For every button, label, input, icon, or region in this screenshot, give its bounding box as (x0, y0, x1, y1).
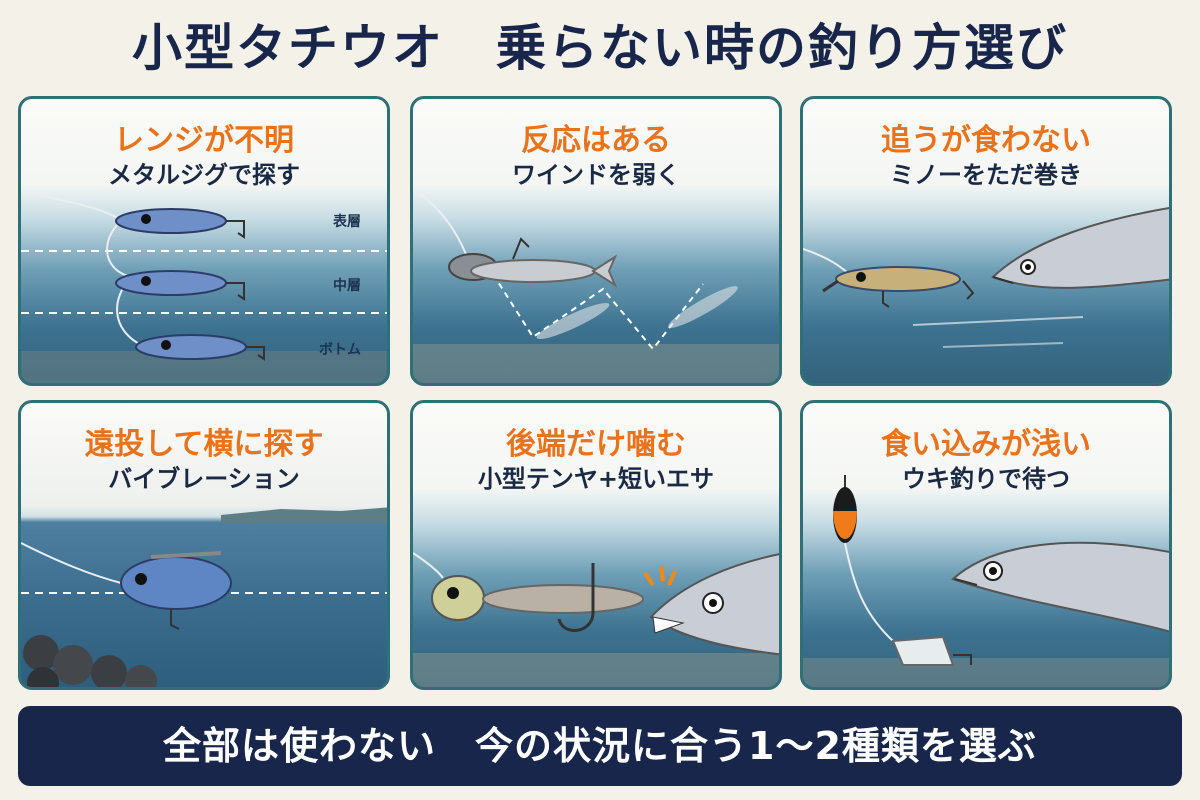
panel-shallow-bite: 食い込みが浅い ウキ釣りで待つ (800, 400, 1172, 690)
tenya-icon (431, 563, 644, 632)
panel-heading: 反応はある (521, 123, 671, 158)
panel-2-illustration (413, 188, 779, 383)
panel-method: バイブレーション (108, 465, 300, 493)
panel-heading: 追うが食わない (881, 123, 1091, 158)
cutlassfish-icon (951, 541, 1169, 633)
panel-range-unknown: レンジが不明 メタルジグで探す 表層 中層 ボトム (18, 96, 390, 386)
cutlassfish-icon (991, 207, 1169, 289)
panel-method: 小型テンヤ+短いエサ (477, 465, 715, 493)
panel-chases-no-bite: 追うが食わない ミノーをただ巻き (800, 96, 1172, 386)
panel-method: ワインドを弱く (512, 161, 680, 189)
panel-method: ウキ釣りで待つ (902, 465, 1070, 493)
alert-mark-icon (643, 564, 677, 587)
minnow-icon (822, 266, 975, 308)
float-icon (833, 475, 894, 642)
panel-heading: 食い込みが浅い (881, 427, 1091, 462)
summary-banner: 全部は使わない 今の状況に合う1～2種類を選ぶ (18, 706, 1182, 786)
panel-method: ミノーをただ巻き (890, 161, 1082, 189)
panel-heading: 遠投して横に探す (84, 427, 324, 462)
vibration-lure-icon (120, 551, 232, 630)
tetrapod-rocks (23, 635, 157, 687)
panel-4-illustration (21, 507, 387, 687)
depth-label-middle: 中層 (333, 278, 361, 294)
panel-bites-tail: 後端だけ噛む 小型テンヤ+短いエサ (410, 400, 782, 690)
panel-heading: レンジが不明 (114, 123, 294, 158)
depth-label-bottom: ボトム (319, 342, 361, 358)
panel-long-cast: 遠投して横に探す バイブレーション (18, 400, 390, 690)
cutlassfish-icon (649, 553, 779, 656)
panel-6-illustration (803, 475, 1169, 687)
bait-icon (891, 635, 972, 666)
depth-label-surface: 表層 (333, 214, 361, 230)
panel-heading: 後端だけ噛む (506, 427, 686, 462)
panel-1-illustration (21, 190, 387, 383)
metal-jig-icon (115, 208, 265, 361)
page-title: 小型タチウオ 乗らない時の釣り方選び (132, 19, 1068, 77)
panel-5-illustration (413, 552, 779, 687)
panel-some-reaction: 反応はある ワインドを弱く (410, 96, 782, 386)
panel-method: メタルジグで探す (108, 161, 300, 189)
panel-3-illustration (803, 207, 1169, 348)
wind-jig-icon (448, 237, 738, 340)
